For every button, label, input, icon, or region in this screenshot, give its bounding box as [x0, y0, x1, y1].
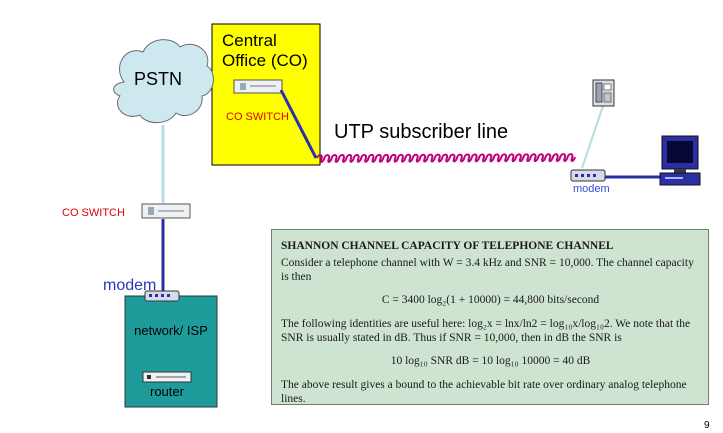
customer-modem-icon: [570, 169, 606, 182]
phone-icon: [592, 79, 615, 107]
co-switch-label: CO SWITCH: [226, 111, 289, 123]
identities-text: The following identities are useful here…: [281, 318, 691, 344]
isp-box: [124, 295, 218, 408]
left-co-switch-icon: [141, 203, 191, 219]
shannon-box-title: SHANNON CHANNEL CAPACITY OF TELEPHONE CH…: [281, 240, 614, 252]
isp-modem-label: modem: [103, 277, 157, 294]
capacity-equation: C = 3400 log₂(1 + 10000) = 44,800 bits/s…: [381, 294, 600, 306]
corner-mark: 9: [704, 420, 710, 431]
phone-line: [581, 105, 604, 169]
central-office-title: Central Office (CO): [222, 31, 308, 70]
isp-modem-icon: [144, 290, 180, 302]
shannon-capacity-box: SHANNON CHANNEL CAPACITY OF TELEPHONE CH…: [271, 229, 709, 405]
utp-line: [316, 153, 576, 163]
router-label: router: [150, 384, 184, 399]
customer-modem-label: modem: [573, 183, 610, 195]
db-equation: 10 log₁₀ SNR dB = 10 log₁₀ 10000 = 40 dB: [390, 355, 591, 367]
utp-line-label: UTP subscriber line: [334, 121, 509, 143]
conclusion-text: The above result gives a bound to the ac…: [281, 379, 687, 405]
network-isp-label: network/ ISP: [134, 323, 208, 338]
left-co-switch-label: CO SWITCH: [62, 207, 125, 219]
central-office-box: [211, 23, 321, 166]
pstn-label: PSTN: [134, 69, 183, 89]
pstn-cloud-icon: [113, 39, 214, 124]
co-switch-icon: [233, 79, 283, 94]
router-icon: [142, 371, 192, 383]
shannon-box-intro: Consider a telephone channel with W = 3.…: [281, 257, 694, 283]
co-switch-line: [279, 89, 318, 159]
computer-icon: [659, 135, 701, 186]
